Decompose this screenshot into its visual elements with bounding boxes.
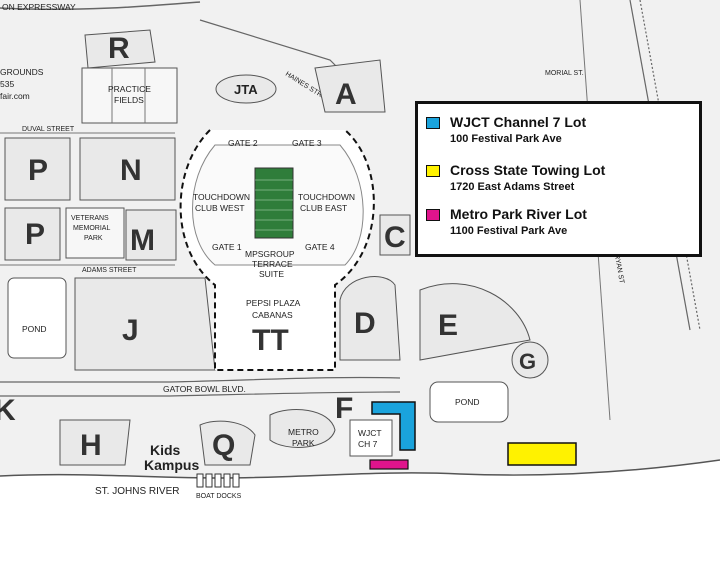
lot-e-label: E [438,309,458,342]
lot-h-shape [59,419,131,466]
adams-street-label: ADAMS STREET [82,267,137,274]
lot-p-top-shape [4,137,71,201]
legend-address-cross-state: 1720 East Adams Street [450,181,575,193]
legend-swatch-wjct [426,117,440,129]
duval-street-label: DUVAL STREET [22,126,75,133]
veterans-park-shape [65,207,125,259]
veterans-park-label-3: PARK [84,235,103,242]
lot-q-label: Q [212,429,235,462]
pond-right-shape [429,381,509,423]
lot-e-shape [419,283,531,361]
wjct-lot-highlight [371,401,416,451]
gate-4-label: GATE 4 [305,242,335,252]
wjct-building-label-1: WJCT [358,428,382,438]
metro-park-label-2: PARK [292,438,315,448]
lot-a-shape [314,59,386,113]
lot-j-shape [74,277,216,371]
pepsi-plaza-label-2: CABANAS [252,310,293,320]
lot-g-label: G [519,349,536,374]
lot-d-shape [339,276,401,361]
legend-address-wjct: 100 Festival Park Ave [450,133,562,145]
club-west-label-1: TOUCHDOWN [193,192,250,202]
suite-label-3: SUITE [259,269,284,279]
lot-p-top-label: P [28,154,48,187]
wjct-building-label-2: CH 7 [358,439,378,449]
pond-left-shape [7,277,67,359]
field-yard-lines [255,179,293,231]
football-field [254,167,294,239]
lot-tt-label: TT [252,324,289,357]
gator-bowl-blvd-label: GATOR BOWL BLVD. [163,384,246,394]
gator-bowl-blvd-road [0,376,401,383]
lot-r-label: R [108,32,130,65]
lot-c-shape [379,214,411,256]
lot-m-shape [125,209,177,261]
lot-n-shape [79,137,176,201]
pepsi-plaza-label-1: PEPSI PLAZA [246,298,301,308]
jta-shape [215,74,277,104]
river-shoreline [0,459,720,479]
lot-r-shape [84,29,156,69]
lot-j-label: J [122,314,139,347]
jta-label: JTA [234,82,258,97]
legend-swatch-cross-state [426,165,440,177]
suite-label-1: MPSGROUP [245,249,295,259]
lot-h-label: H [80,429,102,462]
pond-right-label: POND [455,397,480,407]
expressway-road [0,1,201,11]
legend-swatch-metro-park [426,209,440,221]
lot-p-lower-label: P [25,218,45,251]
fairgrounds-label-2: 535 [0,79,14,89]
lot-c-label: C [384,221,406,254]
legend-title-metro-park: Metro Park River Lot [450,206,587,222]
gate-3-label: GATE 3 [292,138,322,148]
legend-address-metro-park: 1100 Festival Park Ave [450,225,568,237]
practice-fields-label-1: PRACTICE [108,84,151,94]
parking-legend: WJCT Channel 7 Lot 100 Festival Park Ave… [415,101,702,257]
club-west-label-2: CLUB WEST [195,203,245,213]
veterans-park-label-1: VETERANS [71,215,109,222]
metro-park-label-1: METRO [288,427,319,437]
legend-title-cross-state: Cross State Towing Lot [450,162,606,178]
practice-fields-label-2: FIELDS [114,95,144,105]
metro-park-shape [269,409,336,448]
legend-title-wjct: WJCT Channel 7 Lot [450,114,587,130]
boat-docks-shape [196,473,240,488]
cross-state-towing-lot-highlight [507,442,577,466]
club-east-label-2: CLUB EAST [300,203,347,213]
fairgrounds-label-3: fair.com [0,91,30,101]
metro-park-river-lot-highlight [369,459,409,470]
wjct-building-shape [349,419,393,457]
lot-a-label: A [335,78,357,111]
expressway-label: ON EXPRESSWAY [2,2,76,12]
lot-d-label: D [354,307,376,340]
lot-k-label: K [0,394,16,427]
kids-kampus-label-1: Kids [150,442,181,458]
practice-fields-shape [81,67,178,124]
memorial-street-label: MORIAL ST. [545,70,584,77]
club-east-label-1: TOUCHDOWN [298,192,355,202]
lot-p-lower-shape [4,207,61,261]
fairgrounds-label-1: GROUNDS [0,67,44,77]
lot-g-shape [511,341,549,379]
kids-kampus-label-2: Kampus [144,457,199,473]
veterans-park-label-2: MEMORIAL [73,225,110,232]
lot-m-label: M [130,224,155,257]
lot-q-shape [199,420,256,466]
lot-n-label: N [120,154,142,187]
boat-docks-label: BOAT DOCKS [196,493,242,500]
gate-2-label: GATE 2 [228,138,258,148]
gator-bowl-blvd-road-2 [0,391,401,397]
suite-label-2: TERRACE [252,259,293,269]
gate-1-label: GATE 1 [212,242,242,252]
pond-left-label: POND [22,324,47,334]
river-label: ST. JOHNS RIVER [95,486,179,497]
lot-f-label: F [335,392,353,425]
